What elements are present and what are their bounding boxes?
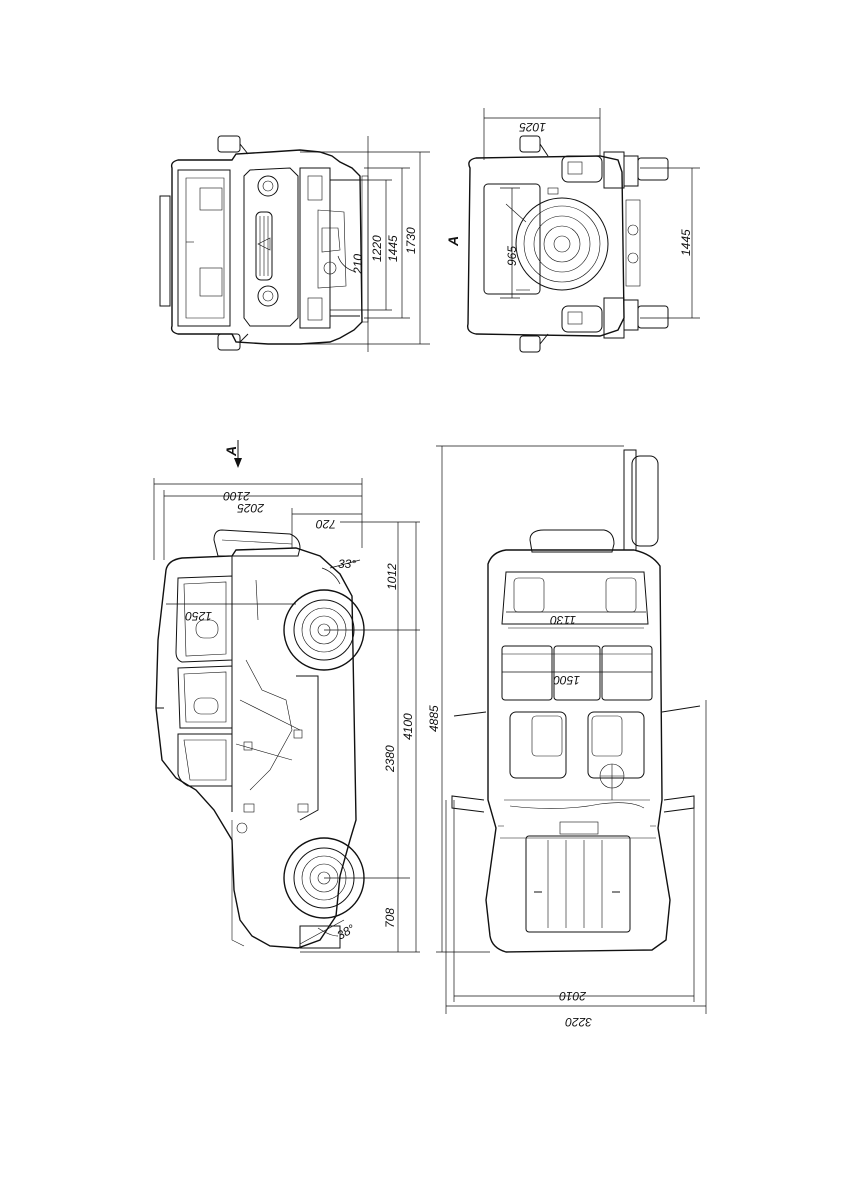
side-dim-1250: 1250	[185, 609, 212, 623]
side-dim-1012: 1012	[385, 563, 399, 590]
side-view	[156, 530, 364, 948]
side-dim-708: 708	[383, 908, 397, 928]
rear-dim-965: 965	[505, 246, 519, 266]
side-view-dimensions	[154, 478, 420, 952]
top-view-dimensions	[436, 446, 706, 1014]
rear-view-label-a: A	[445, 236, 461, 247]
top-dim-1130: 1130	[550, 613, 576, 627]
front-dim-210: 210	[351, 254, 365, 275]
side-dim-4100: 4100	[401, 713, 415, 740]
rear-dim-1445: 1445	[679, 229, 693, 256]
side-view-label-a: A	[223, 446, 239, 457]
rear-dim-1025: 1025	[519, 120, 546, 134]
side-dim-33-deg: 33°	[338, 557, 356, 571]
side-dim-2025: 2025	[237, 501, 265, 515]
front-view	[160, 136, 368, 350]
side-dim-2380: 2380	[383, 745, 397, 773]
top-dim-1500: 1500	[553, 673, 580, 687]
top-dim-4885: 4885	[427, 705, 441, 732]
top-view	[452, 450, 700, 952]
rear-view	[468, 136, 668, 352]
top-dim-3220: 3220	[565, 1015, 592, 1029]
front-dim-1445: 1445	[386, 235, 400, 262]
top-dim-2010: 2010	[559, 989, 587, 1003]
side-dim-2100: 2100	[223, 489, 251, 503]
side-dim-720: 720	[316, 517, 336, 531]
side-dim-38-deg: 38°	[335, 921, 358, 942]
front-dim-1220: 1220	[370, 235, 384, 262]
front-dim-1730: 1730	[404, 227, 418, 254]
